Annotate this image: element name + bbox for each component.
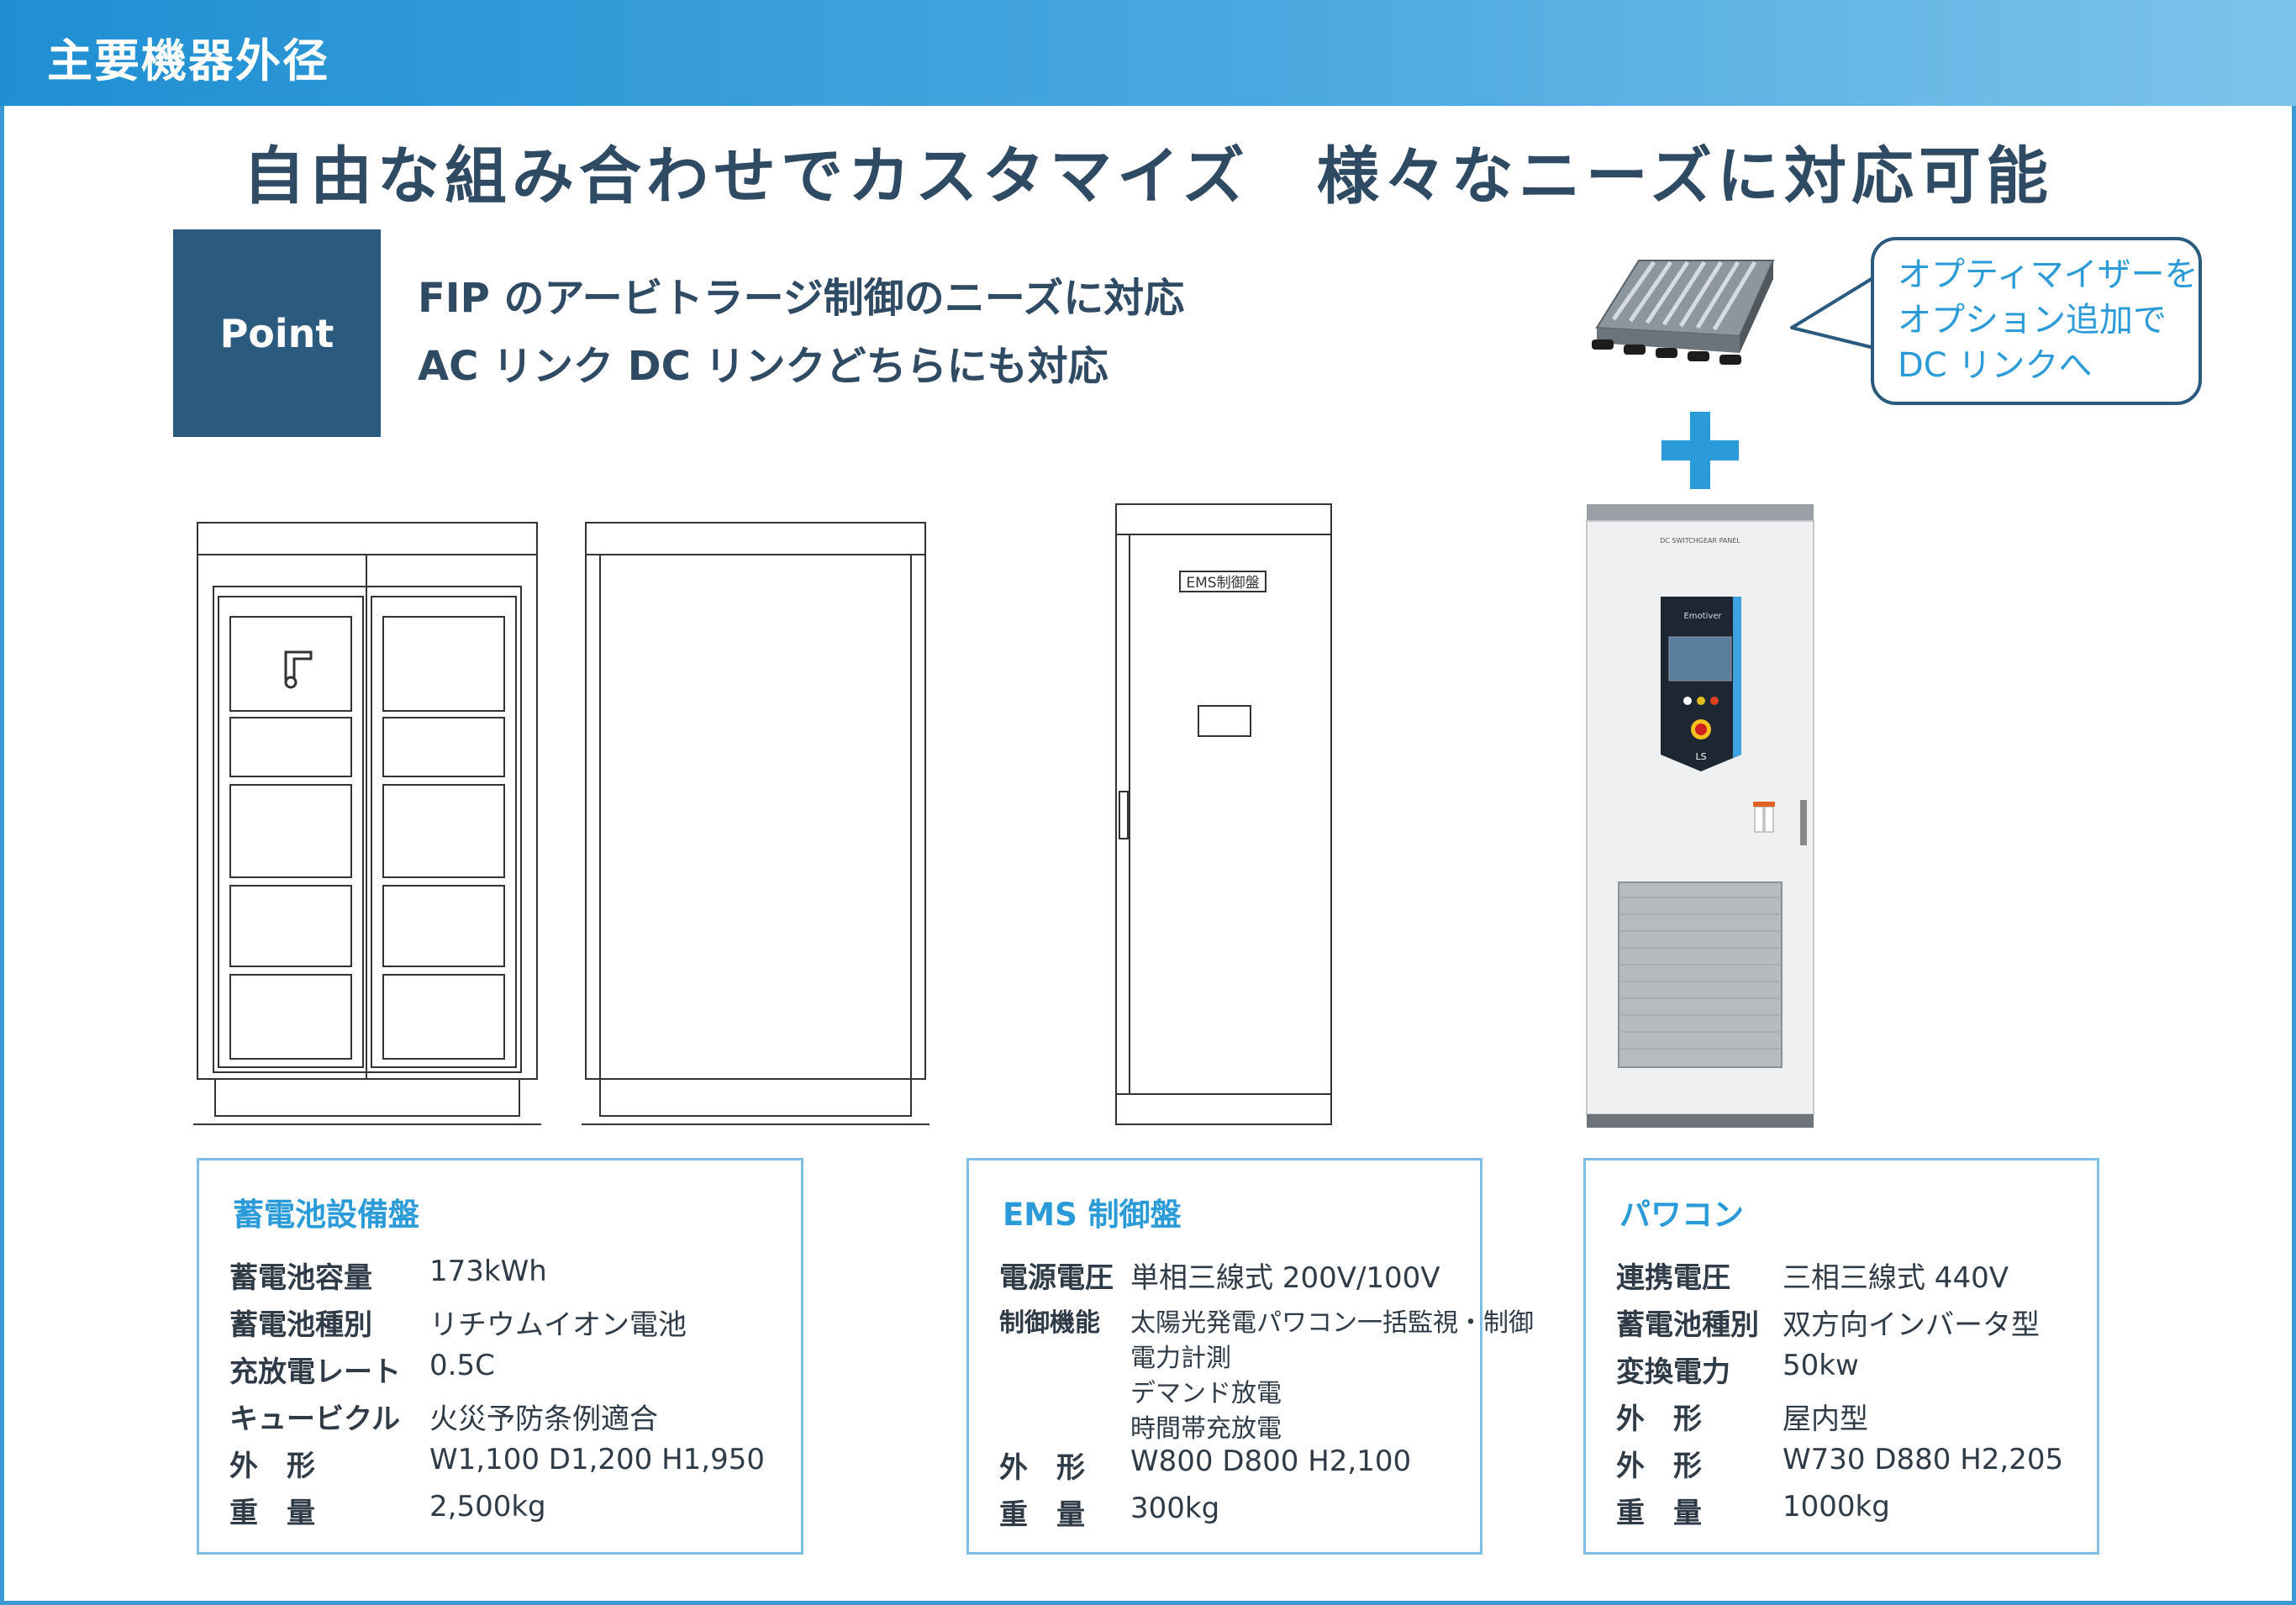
spec-value: 300kg xyxy=(1130,1492,1220,1525)
spec-value: 2,500kg xyxy=(429,1490,546,1523)
speech-bubble: オプティマイザーを オプション追加で DC リンクへ xyxy=(1871,237,2202,405)
spec-value: 1000kg xyxy=(1783,1490,1890,1523)
spec-label: 重 量 xyxy=(999,1498,1085,1532)
main-title: 自由な組み合わせでカスタマイズ 様々なニーズに対応可能 xyxy=(242,140,2054,213)
spec-subvalue: デマンド放電 xyxy=(1130,1379,1282,1408)
spec-value: 屋内型 xyxy=(1783,1402,1868,1436)
point-line-2: AC リンク DC リンクどちらにも対応 xyxy=(418,343,1109,390)
point-line-1: FIP のアービトラージ制御のニーズに対応 xyxy=(418,275,1185,322)
spec-value: 50kw xyxy=(1783,1349,1859,1382)
battery-cabinet-front-drawing xyxy=(193,522,541,1125)
spec-value: W800 D800 H2,100 xyxy=(1130,1444,1412,1478)
bubble-tail xyxy=(1790,276,1876,350)
optimizer-image xyxy=(1592,260,1775,365)
spec-label: 蓄電池種別 xyxy=(229,1308,372,1342)
spec-card-ems: EMS 制御盤 電源電圧単相三線式 200V/100V 制御機能太陽光発電パワコ… xyxy=(966,1158,1534,1555)
spec-label: 重 量 xyxy=(1616,1497,1702,1530)
spec-label: 制御機能 xyxy=(999,1308,1100,1338)
spec-value: W1,100 D1,200 H1,950 xyxy=(429,1443,765,1476)
spec-label: キュービクル xyxy=(229,1402,400,1436)
spec-title: パワコン xyxy=(1619,1197,1744,1233)
bubble-line-2: オプション追加で xyxy=(1898,301,2167,339)
spec-label: 連携電圧 xyxy=(1616,1261,1730,1295)
bubble-line-3: DC リンクへ xyxy=(1898,346,2093,385)
spec-card-pcs: パワコン 連携電圧 三相三線式 440V 蓄電池種別双方向インバータ型 変換電力 5… xyxy=(1583,1158,2099,1555)
ems-panel-label: EMS制御盤 xyxy=(1186,575,1259,592)
spec-value: 三相三線式 440V xyxy=(1783,1261,2009,1295)
header-title: 主要機器外径 xyxy=(47,34,329,87)
ems-cabinet-drawing: EMS制御盤 xyxy=(1115,503,1332,1125)
spec-label: 蓄電池容量 xyxy=(229,1261,372,1295)
spec-value: 双方向インバータ型 xyxy=(1783,1308,2040,1342)
battery-cabinet-side-drawing xyxy=(582,522,929,1125)
spec-label: 外 形 xyxy=(229,1450,315,1483)
spec-value: リチウムイオン電池 xyxy=(429,1308,687,1342)
spec-value: 火災予防条例適合 xyxy=(429,1402,658,1436)
plus-icon xyxy=(1661,412,1739,489)
pcs-panel-label: DC SWITCHGEAR PANEL xyxy=(1660,537,1740,545)
spec-card-battery: 蓄電池設備盤 蓄電池容量 173kWh 蓄電池種別 リチウムイオン電池 充放電レート… xyxy=(197,1158,803,1555)
spec-label: 外 形 xyxy=(1616,1450,1702,1483)
spec-label: 充放電レート xyxy=(229,1355,401,1389)
point-badge: Point xyxy=(173,229,381,437)
spec-value: 173kWh xyxy=(429,1255,547,1288)
spec-label: 変換電力 xyxy=(1616,1355,1730,1389)
pcs-logo: LS xyxy=(1695,751,1706,762)
header-bar: 主要機器外径 xyxy=(0,0,2296,106)
spec-value: W730 D880 H2,205 xyxy=(1783,1443,2064,1476)
spec-value: 単相三線式 200V/100V xyxy=(1130,1261,1440,1295)
pcs-brand: Emotiver xyxy=(1683,612,1722,621)
spec-value: 太陽光発電パワコン一括監視・制御 xyxy=(1130,1308,1534,1338)
spec-value: 0.5C xyxy=(429,1349,495,1382)
spec-label: 外 形 xyxy=(1616,1402,1702,1436)
spec-label: 重 量 xyxy=(229,1497,315,1530)
power-conditioner-image: DC SWITCHGEAR PANEL Emotiver LS xyxy=(1586,504,1814,1128)
spec-subvalue: 電力計測 xyxy=(1130,1344,1231,1373)
spec-title: EMS 制御盤 xyxy=(1003,1197,1182,1233)
spec-label: 蓄電池種別 xyxy=(1616,1308,1759,1342)
spec-title: 蓄電池設備盤 xyxy=(233,1197,419,1233)
spec-subvalue: 時間帯充放電 xyxy=(1130,1414,1282,1444)
spec-label: 外 形 xyxy=(999,1451,1085,1485)
bubble-line-1: オプティマイザーを xyxy=(1898,255,2199,294)
spec-label: 電源電圧 xyxy=(999,1261,1114,1295)
